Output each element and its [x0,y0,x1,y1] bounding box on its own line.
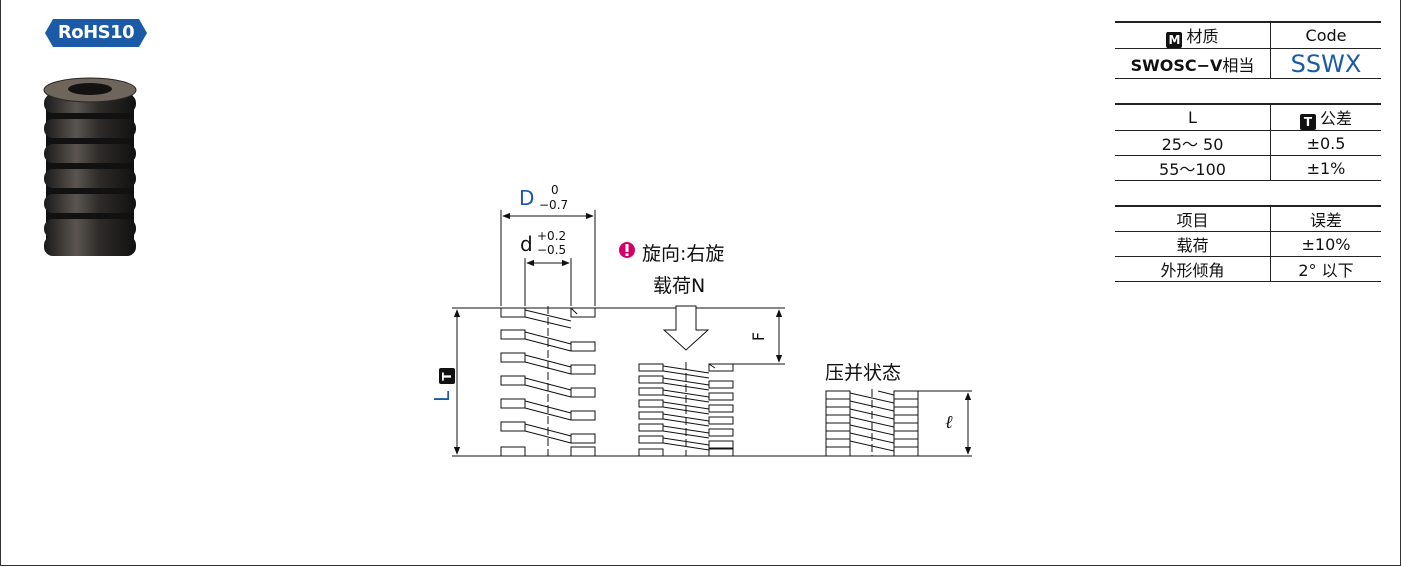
free-length-letter: L [430,390,454,402]
material-name: SWOSC−V [1130,55,1223,75]
warning-icon [619,242,635,258]
error-header: 误差 [1270,205,1381,232]
item-error: 2° 以下 [1270,256,1381,282]
free-spring [500,306,596,457]
outer-diameter-tol-lower: −0.7 [539,198,569,212]
load-label: 载荷N [653,275,706,297]
outer-diameter-tol-upper: 0 [551,183,559,197]
load-arrow [662,305,710,351]
spring-photo [40,74,140,264]
table-row: 55～100 ±1% [1115,155,1381,181]
solid-state-label: 压并状态 [825,362,902,384]
winding-direction-text: 旋向:右旋 [642,243,725,265]
deflection-label: F [749,331,769,342]
wire-diameter-tol-upper: +0.2 [537,229,567,243]
length-range: 25～ 50 [1115,130,1271,156]
free-length-badge: T [439,368,455,385]
material-header-text: 材质 [1186,27,1219,46]
wire-diameter-tol-lower: −0.5 [537,243,567,257]
table-row: 25～ 50 ±0.5 [1115,130,1381,156]
rohs-badge: RoHS10 [45,19,147,47]
length-range: 55～100 [1115,155,1271,181]
rohs-badge-label: RoHS10 [57,22,135,43]
length-tol: ±0.5 [1270,130,1381,156]
material-name-cell: SWOSC−V相当 [1115,48,1271,79]
free-length-label: L T [430,362,466,402]
outer-diameter-label: D [519,186,535,210]
solid-spring [825,389,919,457]
code-value: SSWX [1270,48,1381,79]
length-tol: ±1% [1270,155,1381,181]
material-badge: M [1166,32,1183,48]
solid-length-label: ℓ [945,412,953,433]
tolerance-header-text: 公差 [1319,109,1352,128]
table-row: 载荷 ±10% [1115,231,1381,257]
table-row: 外形倾角 2° 以下 [1115,256,1381,282]
length-header: L [1115,103,1271,131]
compressed-spring [638,362,734,457]
material-suffix: 相当 [1222,55,1255,75]
item-error: ±10% [1270,231,1381,257]
tolerance-badge: T [1299,114,1316,130]
item-name: 载荷 [1115,231,1271,257]
wire-diameter-label: d [520,232,533,256]
code-header: Code [1270,21,1381,49]
item-header: 项目 [1115,205,1271,232]
item-name: 外形倾角 [1115,256,1271,282]
item-error-table: 项目 误差 载荷 ±10% 外形倾角 2° 以下 [1115,205,1381,282]
